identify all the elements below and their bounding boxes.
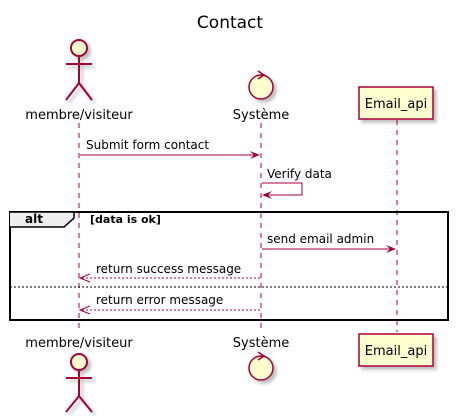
participant-label-membre-top: membre/visiteur xyxy=(25,108,133,123)
message-label-2: Verify data xyxy=(267,167,332,181)
participant-label-email-top: Email_api xyxy=(365,97,427,112)
participant-email-top: Email_api xyxy=(358,86,434,120)
arrowhead-1 xyxy=(250,151,260,159)
actor-membre-top xyxy=(65,39,93,101)
message-label-3: send email admin xyxy=(267,232,374,246)
alt-guard: [data is ok] xyxy=(90,213,161,226)
message-label-4: return success message xyxy=(96,262,241,276)
control-systeme-top xyxy=(248,70,274,100)
arrowhead-4 xyxy=(78,273,91,283)
message-arrow-2 xyxy=(262,182,303,196)
alt-keyword: alt xyxy=(25,212,43,226)
arrowhead-5 xyxy=(78,305,91,315)
message-label-1: Submit form contact xyxy=(86,138,209,152)
participant-email-bottom: Email_api xyxy=(358,333,434,367)
diagram-title: Contact xyxy=(197,13,263,33)
participant-label-membre-bottom: membre/visiteur xyxy=(25,336,133,351)
participant-label-systeme-bottom: Système xyxy=(233,336,289,351)
message-label-5: return error message xyxy=(96,293,223,307)
control-systeme-bottom xyxy=(248,351,274,381)
arrowhead-2 xyxy=(262,191,272,199)
arrowhead-3 xyxy=(386,245,396,253)
participant-label-systeme-top: Système xyxy=(233,108,289,123)
actor-membre-bottom xyxy=(65,353,93,413)
alt-fragment-frame xyxy=(9,211,449,321)
alt-fragment-tab xyxy=(10,211,75,228)
participant-label-email-bottom: Email_api xyxy=(365,344,427,359)
